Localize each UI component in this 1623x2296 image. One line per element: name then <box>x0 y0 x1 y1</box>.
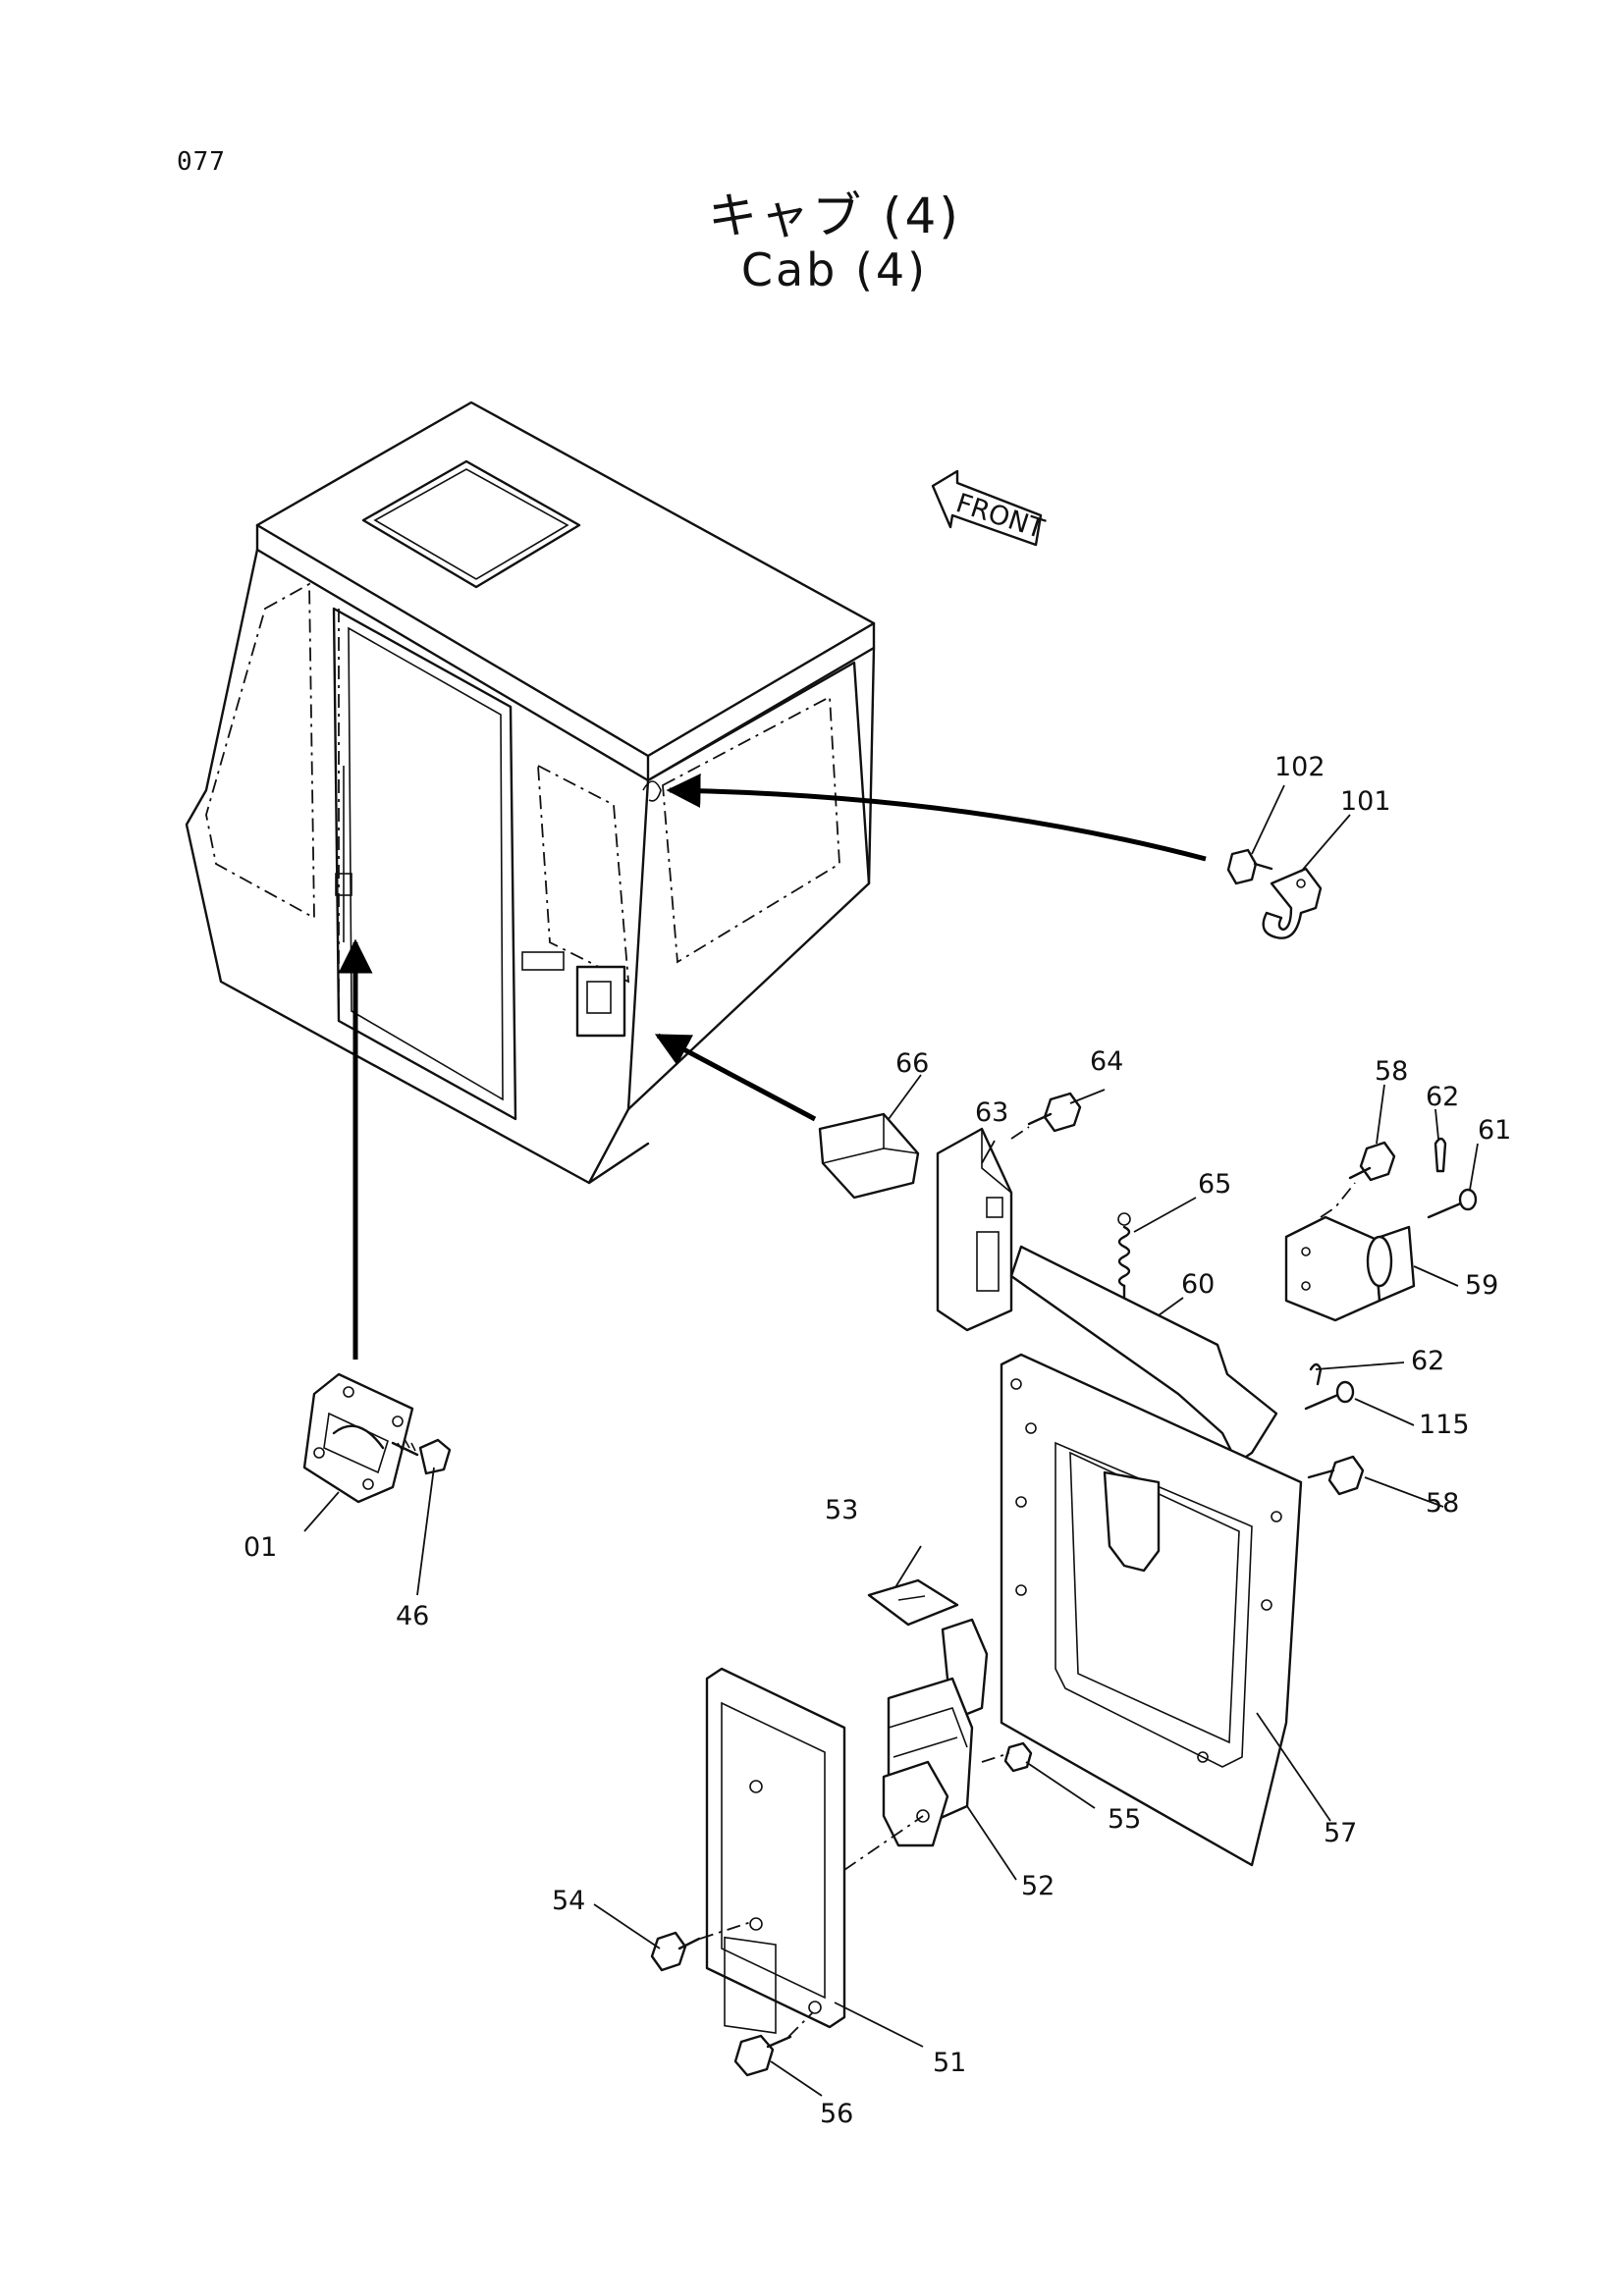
callout-60: 60 <box>1181 1269 1215 1300</box>
callout-58-lower: 58 <box>1426 1488 1459 1519</box>
page-number: 077 <box>177 147 226 177</box>
part-65-spring <box>1117 1212 1131 1308</box>
callout-56: 56 <box>820 2099 853 2129</box>
callout-01: 01 <box>243 1532 277 1563</box>
part-115-pin <box>1304 1380 1355 1411</box>
callout-63: 63 <box>975 1097 1008 1128</box>
callout-62-upper: 62 <box>1426 1082 1459 1112</box>
callout-52: 52 <box>1021 1871 1055 1901</box>
assembly-arrows <box>338 774 1207 1360</box>
part-57-panel <box>1000 1353 1303 1867</box>
callout-57: 57 <box>1324 1818 1357 1848</box>
assembly-lines <box>699 1126 1356 2038</box>
part-52-lock <box>882 1618 989 1847</box>
callout-46: 46 <box>396 1601 429 1631</box>
callout-53: 53 <box>825 1495 858 1525</box>
part-53-plate <box>867 1578 959 1627</box>
part-101-hook <box>1262 867 1323 939</box>
callout-64: 64 <box>1090 1046 1123 1077</box>
callout-66: 66 <box>895 1048 929 1079</box>
front-label: FRONT <box>952 488 1049 545</box>
part-56-screw <box>733 2034 792 2077</box>
part-59-bracket <box>1284 1215 1416 1322</box>
part-63-bracket <box>936 1127 1013 1332</box>
part-66-pad <box>818 1112 920 1200</box>
title-english: Cab (4) <box>740 243 929 296</box>
callout-101: 101 <box>1340 786 1391 817</box>
part-55-nut <box>1003 1741 1033 1773</box>
part-46-screw <box>391 1438 452 1475</box>
callout-58-upper: 58 <box>1375 1056 1408 1087</box>
callout-115: 115 <box>1419 1410 1470 1440</box>
part-51-cover <box>705 1667 846 2034</box>
part-62-pin-lower <box>1309 1362 1323 1386</box>
cab-body <box>185 400 876 1185</box>
callout-61: 61 <box>1478 1115 1511 1146</box>
callout-51: 51 <box>933 2048 966 2078</box>
part-61-pin <box>1427 1188 1478 1219</box>
part-54-bolt <box>650 1931 701 1972</box>
part-60-rod <box>1009 1245 1278 1465</box>
callout-65: 65 <box>1198 1169 1231 1200</box>
callout-54: 54 <box>552 1886 585 1916</box>
part-58-bolt-upper <box>1348 1141 1396 1182</box>
title-japanese: キャブ (4) <box>708 187 961 244</box>
part-01-striker <box>302 1372 414 1504</box>
callout-62-lower: 62 <box>1411 1346 1444 1376</box>
callout-102: 102 <box>1274 752 1325 782</box>
callout-labels: 01 46 51 52 53 54 55 56 57 58 58 59 60 6… <box>243 752 1511 2129</box>
part-62-pin-upper <box>1434 1137 1447 1173</box>
part-64-bolt <box>1027 1092 1082 1133</box>
part-58-bolt-lower <box>1307 1455 1365 1496</box>
front-direction-icon <box>931 469 1043 547</box>
part-102-bolt <box>1226 848 1273 885</box>
callout-55: 55 <box>1108 1804 1141 1835</box>
callout-59: 59 <box>1465 1270 1498 1301</box>
leader-lines <box>303 784 1479 2097</box>
